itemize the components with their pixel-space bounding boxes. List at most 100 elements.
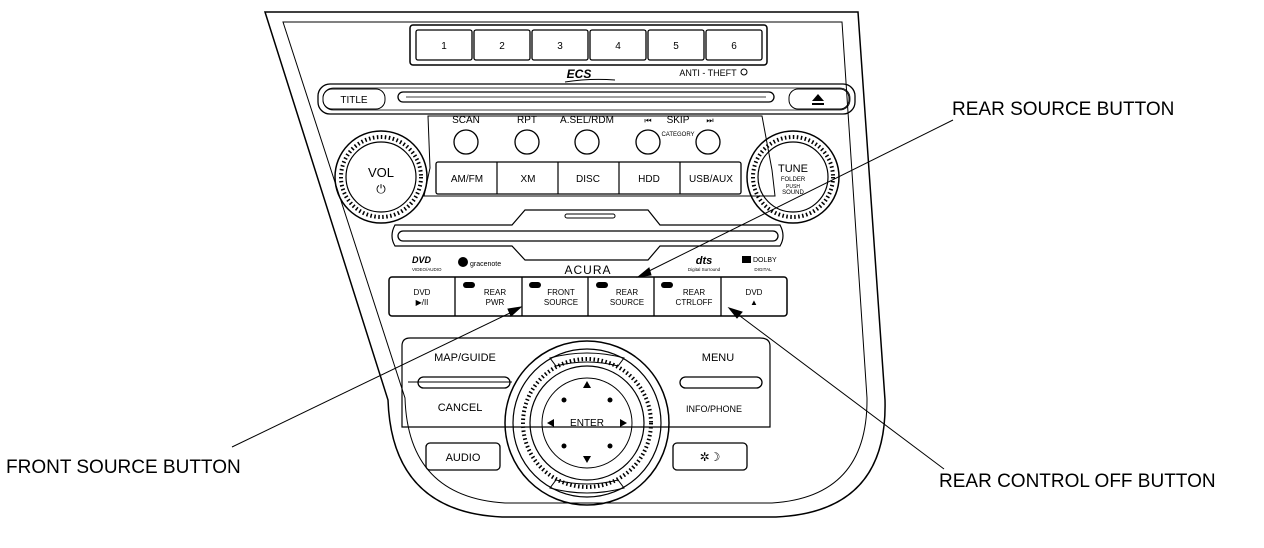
menu-slider[interactable] bbox=[679, 376, 763, 389]
preset-button-3[interactable] bbox=[531, 29, 589, 61]
day-night-icon: ✲☽ bbox=[700, 450, 721, 464]
preset-label-5: 5 bbox=[673, 41, 679, 52]
tune-sound-label: SOUND bbox=[782, 190, 804, 196]
tune-folder-label: FOLDER bbox=[781, 177, 806, 183]
dpad-up-icon[interactable] bbox=[583, 381, 591, 388]
anti-theft-led bbox=[740, 68, 748, 76]
rear-source-led bbox=[596, 282, 608, 288]
power-icon: ⏻ bbox=[376, 182, 386, 196]
source-button-am-fm[interactable]: AM/FM bbox=[451, 174, 483, 185]
scan-button[interactable] bbox=[453, 129, 479, 155]
skip-sub-label: CATEGORY bbox=[661, 132, 694, 138]
dvd-play-pause-button-line2[interactable]: ▶/II bbox=[416, 298, 429, 307]
source-button-xm[interactable]: XM bbox=[521, 174, 536, 185]
gracenote-logo-icon bbox=[458, 257, 468, 267]
rear-source-callout: REAR SOURCE BUTTON bbox=[952, 99, 1175, 120]
rpt-label: RPT bbox=[517, 115, 537, 126]
skip-label: SKIP bbox=[667, 115, 690, 126]
source-row bbox=[435, 161, 742, 195]
tune-push-label: PUSH bbox=[786, 184, 800, 190]
a-sel-rdm-label: A.SEL/RDM bbox=[560, 115, 614, 126]
eject-icon[interactable] bbox=[812, 94, 824, 101]
control-cluster bbox=[423, 115, 776, 197]
front-source-leader bbox=[231, 310, 515, 448]
skip-back-button[interactable] bbox=[635, 129, 661, 155]
rear-source-button-line2[interactable]: SOURCE bbox=[610, 298, 644, 307]
skip-forward-button[interactable] bbox=[695, 129, 721, 155]
nav-panel bbox=[401, 337, 771, 428]
preset-strip bbox=[409, 24, 768, 66]
rear-pwr-button-line1[interactable]: REAR bbox=[484, 288, 506, 297]
source-button-usb-aux[interactable]: USB/AUX bbox=[689, 174, 733, 185]
day-night-button[interactable] bbox=[672, 442, 748, 471]
preset-button-5[interactable] bbox=[647, 29, 705, 61]
rear-pwr-led bbox=[463, 282, 475, 288]
lower-slot-frame bbox=[391, 209, 784, 261]
dpad-right-icon[interactable] bbox=[620, 419, 627, 427]
front-source-button-line1[interactable]: FRONT bbox=[547, 288, 575, 297]
ecs-logo: ECS bbox=[567, 67, 592, 81]
preset-label-4: 4 bbox=[615, 41, 621, 52]
volume-knob[interactable] bbox=[334, 130, 428, 224]
preset-button-2[interactable] bbox=[473, 29, 531, 61]
front-source-callout: FRONT SOURCE BUTTON bbox=[6, 457, 241, 478]
a-sel-rdm-button[interactable] bbox=[574, 129, 600, 155]
scan-label: SCAN bbox=[452, 115, 480, 126]
dvd-eject-button-line1[interactable]: DVD bbox=[746, 288, 763, 297]
vol-label: VOL bbox=[368, 165, 394, 180]
source-button-disc[interactable]: DISC bbox=[576, 174, 600, 185]
anti-theft-label: ANTI - THEFT bbox=[679, 68, 737, 78]
enter-button[interactable]: ENTER bbox=[570, 418, 604, 429]
outer-bezel bbox=[263, 11, 886, 518]
title-bar bbox=[317, 83, 856, 115]
rear-control-off-callout: REAR CONTROL OFF BUTTON bbox=[939, 471, 1216, 492]
source-button-hdd[interactable]: HDD bbox=[638, 174, 660, 185]
gracenote-logo: gracenote bbox=[470, 261, 501, 268]
audio-button[interactable] bbox=[425, 442, 501, 471]
dolby-logo: DOLBY bbox=[753, 257, 777, 264]
rear-control-off-leader bbox=[735, 312, 945, 470]
dvd-logo: DVD bbox=[412, 255, 432, 265]
map-guide-slider[interactable] bbox=[417, 376, 511, 389]
dolby-logo-sub: DIGITAL bbox=[754, 267, 772, 272]
info-phone-button[interactable]: INFO/PHONE bbox=[686, 404, 742, 414]
rear-pwr-button-line2[interactable]: PWR bbox=[486, 298, 505, 307]
dts-logo-sub: Digital Surround bbox=[688, 267, 721, 272]
audio-label: AUDIO bbox=[446, 452, 481, 464]
acura-logo: ACURA bbox=[564, 263, 611, 277]
interface-dial[interactable] bbox=[504, 340, 670, 506]
rear-ctrl-off-button-line1[interactable]: REAR bbox=[683, 288, 705, 297]
rear-source-leader bbox=[644, 119, 954, 274]
skip-forward-icon: ⏭ bbox=[706, 116, 713, 125]
rear-ctrloff-led bbox=[661, 282, 673, 288]
title-button[interactable]: TITLE bbox=[340, 95, 368, 106]
rear-source-button-line1[interactable]: REAR bbox=[616, 288, 638, 297]
preset-label-3: 3 bbox=[557, 41, 563, 52]
cancel-button[interactable]: CANCEL bbox=[438, 402, 483, 414]
rpt-button[interactable] bbox=[514, 129, 540, 155]
preset-label-6: 6 bbox=[731, 41, 737, 52]
dolby-logo-icon bbox=[742, 256, 751, 263]
dvd-eject-button-line2[interactable]: ▲ bbox=[750, 298, 758, 307]
disc-slot bbox=[397, 91, 775, 103]
dvd-logo-sub: VIDEO/AUDIO bbox=[412, 267, 442, 272]
preset-button-6[interactable] bbox=[705, 29, 763, 61]
front-source-button-line2[interactable]: SOURCE bbox=[544, 298, 578, 307]
preset-label-1: 1 bbox=[441, 41, 447, 52]
dpad-left-icon[interactable] bbox=[547, 419, 554, 427]
preset-button-1[interactable] bbox=[415, 29, 473, 61]
rear-ctrl-off-button-line2[interactable]: CTRLOFF bbox=[676, 298, 713, 307]
dvd-play-pause-button-line1[interactable]: DVD bbox=[414, 288, 431, 297]
front-source-led bbox=[529, 282, 541, 288]
skip-back-icon: ⏮ bbox=[644, 116, 651, 125]
tune-label: TUNE bbox=[778, 163, 808, 175]
dts-logo: dts bbox=[696, 255, 713, 267]
dpad-down-icon[interactable] bbox=[583, 456, 591, 463]
menu-label: MENU bbox=[702, 352, 734, 364]
inner-bezel bbox=[282, 21, 868, 504]
preset-label-2: 2 bbox=[499, 41, 505, 52]
preset-button-4[interactable] bbox=[589, 29, 647, 61]
map-guide-label: MAP/GUIDE bbox=[434, 352, 496, 364]
